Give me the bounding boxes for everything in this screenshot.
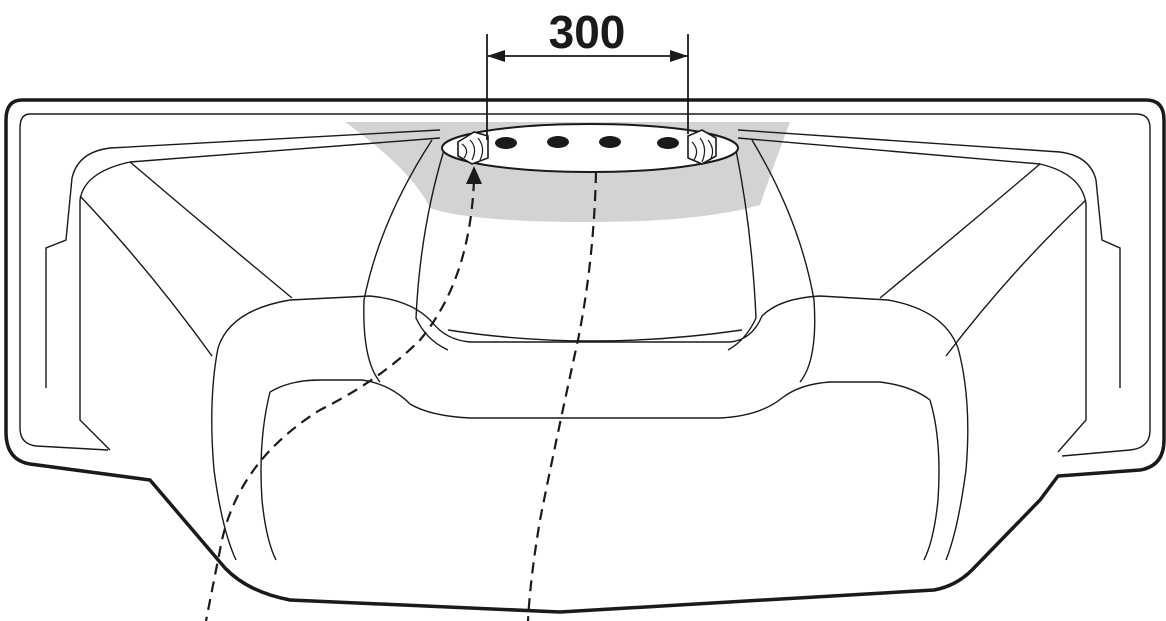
dimension-arrow-left xyxy=(487,50,505,62)
rim-inner-line xyxy=(19,113,1151,457)
basin-contour-left-2 xyxy=(79,137,441,451)
hose-path-center xyxy=(526,171,598,621)
front-basin-right-side xyxy=(945,347,969,561)
basin-contour-right xyxy=(737,129,1121,388)
nozzle-hole xyxy=(599,136,621,148)
front-basin-left-inner xyxy=(260,391,277,561)
drain-head xyxy=(441,123,739,173)
rim-outline xyxy=(4,98,1166,614)
front-basin-upper xyxy=(217,295,959,349)
nozzle-hole xyxy=(495,137,517,149)
basin-contour-right-2 xyxy=(737,137,1087,453)
front-basin-mid xyxy=(269,379,931,419)
dimension-label: 300 xyxy=(549,6,626,58)
pedestal-left-side xyxy=(415,149,449,351)
clip-icon xyxy=(687,129,717,165)
pedestal-base-line xyxy=(447,329,743,342)
pedestal-outer-left xyxy=(363,139,433,383)
nozzle-hole xyxy=(657,137,679,149)
fold-right-1 xyxy=(945,199,1087,357)
dimension-arrow-right xyxy=(670,50,688,62)
basin-contour-left xyxy=(45,129,441,388)
arrow-up-icon xyxy=(466,166,482,184)
hose-path-left xyxy=(204,179,476,621)
fold-left-1 xyxy=(79,195,213,357)
pedestal-outer-right xyxy=(751,139,816,383)
nozzle-hole xyxy=(547,136,569,148)
fold-right-2 xyxy=(879,163,1041,299)
front-basin-left-side xyxy=(211,347,237,561)
front-basin-right-inner xyxy=(923,399,940,561)
clip-icon xyxy=(457,131,489,165)
fold-left-2 xyxy=(129,161,293,299)
